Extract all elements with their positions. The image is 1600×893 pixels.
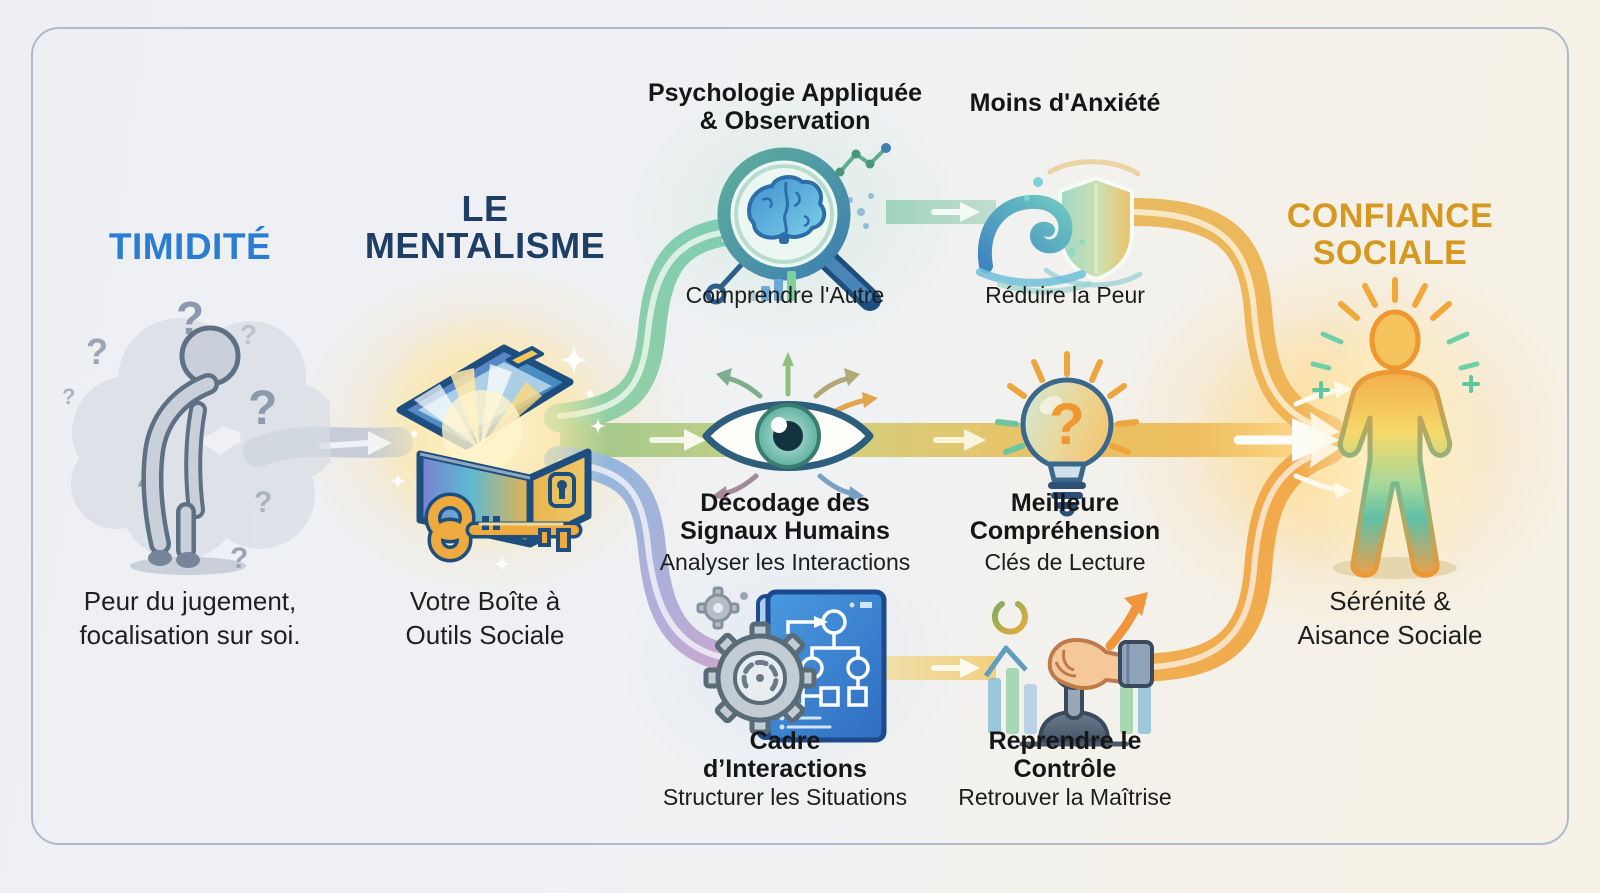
- border-frame: [31, 27, 1569, 845]
- comprehension-caption: Clés de Lecture: [984, 549, 1146, 575]
- hand-on-lever-icon: [972, 582, 1172, 752]
- wave-shield-icon: [972, 148, 1156, 298]
- cadre-caption: Structurer les Situations: [662, 784, 908, 810]
- svg-text:?: ?: [1049, 392, 1084, 457]
- timidite-title: TIMIDITÉ: [108, 226, 272, 267]
- confiance-caption: Sérénité & Aisance Sociale: [1297, 586, 1483, 650]
- confident-glowing-person-icon: [1285, 272, 1505, 582]
- svg-text:?: ?: [254, 486, 272, 519]
- mentalisme-caption: Votre Boîte à Outils Sociale: [405, 586, 565, 650]
- controle-caption: Retrouver la Maîtrise: [958, 784, 1172, 810]
- svg-text:?: ?: [62, 384, 75, 409]
- eye-radiating-arrows-icon: [688, 350, 888, 522]
- confiance-title: CONFIANCE SOCIALE: [1286, 197, 1494, 272]
- magnifier-brain-icon: [698, 138, 894, 314]
- gear-blueprint-flowchart-icon: [688, 582, 888, 746]
- anxiete-caption: Réduire la Peur: [985, 282, 1145, 308]
- psychologie-title: Psychologie Appliquée & Observation: [647, 79, 923, 135]
- svg-text:?: ?: [240, 319, 257, 350]
- psychologie-caption: Comprendre l'Autre: [685, 282, 885, 308]
- treasure-chest-key-icon: [362, 302, 624, 578]
- svg-text:?: ?: [248, 382, 277, 435]
- cadre-title: Cadre d’Interactions: [703, 727, 867, 783]
- hunched-person-question-marks-icon: ? ? ? ? ? ? ? ?: [58, 282, 330, 576]
- svg-text:?: ?: [230, 542, 248, 575]
- controle-title: Reprendre le Contrôle: [988, 727, 1142, 783]
- mentalisme-title: LE MENTALISME: [364, 188, 606, 267]
- comprehension-title: Meilleure Compréhension: [969, 489, 1161, 545]
- timidite-caption: Peur du jugement, focalisation sur soi.: [79, 586, 301, 650]
- svg-text:?: ?: [86, 331, 108, 372]
- lightbulb-question-icon: ?: [982, 342, 1152, 520]
- decodage-caption: Analyser les Interactions: [659, 549, 911, 575]
- decodage-title: Décodage des Signaux Humains: [680, 489, 890, 545]
- anxiete-title: Moins d'Anxiété: [969, 89, 1161, 117]
